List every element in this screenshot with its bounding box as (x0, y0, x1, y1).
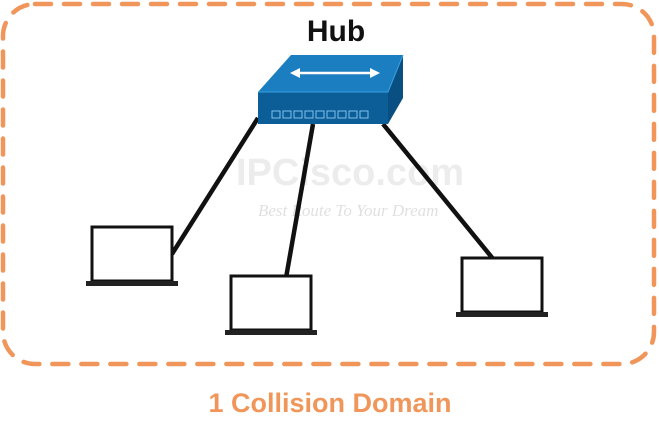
hub-port (359, 110, 369, 119)
cable-to-laptop-left (170, 116, 260, 256)
hub-ports (271, 110, 369, 119)
hub-icon (258, 54, 404, 124)
hub-port (326, 110, 336, 119)
laptop-screen (90, 225, 174, 283)
hub-port (304, 110, 314, 119)
laptop-screen (460, 256, 544, 314)
hub-port (282, 110, 292, 119)
laptop-screen (229, 274, 313, 332)
watermark-brand: IPCisco.com (236, 152, 465, 194)
laptop-base (86, 281, 178, 286)
hub-label: Hub (306, 15, 366, 48)
laptop-icon (225, 274, 317, 335)
hub-right-face (388, 55, 403, 124)
hub-port (315, 110, 325, 119)
laptop-base (456, 312, 548, 317)
laptop-icon (456, 256, 548, 317)
collision-domain-caption: 1 Collision Domain (208, 388, 452, 418)
bidirectional-arrow-icon (290, 68, 380, 78)
hub-front-face (258, 92, 388, 124)
cable-to-laptop-middle (283, 123, 316, 279)
hub-port (337, 110, 347, 119)
hub-edge-highlight (258, 54, 404, 93)
laptop-icon (86, 225, 178, 286)
cables (170, 116, 496, 279)
hub-port (293, 110, 303, 119)
watermark-tagline: Best Route To Your Dream (258, 201, 439, 220)
hub-port (348, 110, 358, 119)
collision-domain-boundary (0, 1, 657, 367)
hub-port (271, 110, 281, 119)
cable-to-laptop-right (381, 122, 496, 262)
laptop-base (225, 330, 317, 335)
